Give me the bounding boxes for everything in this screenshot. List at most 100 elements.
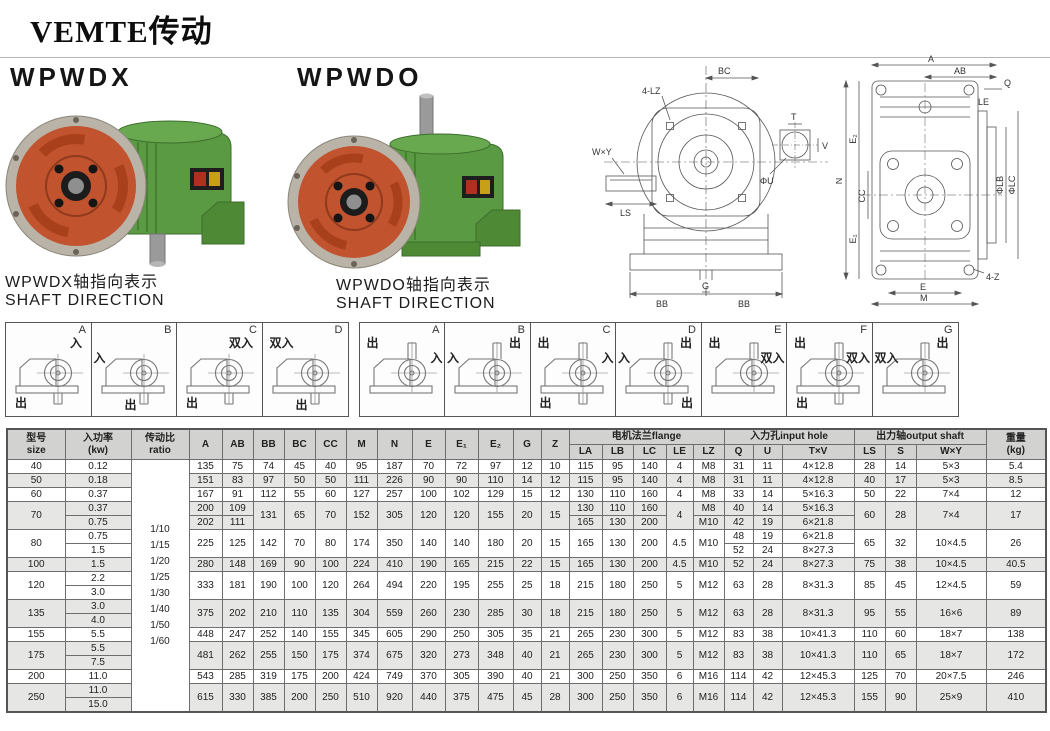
spec-cell: 1.5	[64, 557, 132, 572]
diagram-letter: D	[688, 324, 696, 336]
header-subcol: T×V	[781, 444, 855, 460]
spec-cell: 559	[376, 599, 413, 628]
spec-cell: 280	[188, 557, 223, 572]
spec-cell: 50	[314, 473, 347, 488]
spec-cell: 140	[411, 529, 446, 558]
spec-cell: 28	[752, 571, 783, 600]
spec-cell: 250	[632, 571, 667, 600]
dim-label-cc: CC	[857, 189, 867, 202]
spec-cell: 97	[477, 459, 514, 474]
spec-cell: 10×41.3	[781, 627, 855, 642]
spec-cell: 920	[376, 683, 413, 713]
spec-cell: 140	[632, 473, 667, 488]
spec-cell: 130	[568, 501, 603, 516]
spec-cell: 38	[752, 641, 783, 670]
spec-cell: 5×3	[915, 459, 987, 474]
dim-label-e1: E₁	[848, 234, 858, 243]
header-dim: G	[512, 428, 542, 460]
spec-cell: 18	[540, 571, 570, 600]
table-row-size-175: 7.5	[7, 655, 1046, 670]
spec-cell: 28	[884, 501, 917, 530]
spec-cell: 155	[6, 627, 66, 642]
gearbox-glyph	[454, 342, 522, 394]
spec-cell: 19	[752, 529, 783, 544]
spec-cell: 14	[884, 459, 917, 474]
spec-cell: 320	[411, 641, 446, 670]
spec-cell: 448	[188, 627, 223, 642]
direction-mark: 入	[69, 336, 82, 350]
spec-cell: 5.5	[64, 641, 132, 656]
spec-cell: 10×4.5	[915, 557, 987, 572]
header-dim: E	[411, 428, 446, 460]
diagram-letter: F	[860, 324, 867, 336]
caption-cn: WPWDX轴指向表示	[5, 274, 159, 291]
spec-cell: 14	[752, 487, 783, 502]
spec-cell: 42	[752, 683, 783, 713]
header-weight: 重量(kg)	[985, 428, 1047, 460]
spec-cell: 152	[345, 501, 378, 530]
spec-cell: 215	[477, 557, 514, 572]
spec-cell: 40	[6, 459, 66, 474]
spec-cell: 59	[985, 571, 1047, 600]
header-power: 入功率(kw)	[64, 428, 132, 460]
spec-cell: 75	[853, 557, 886, 572]
spec-cell: 135	[6, 599, 66, 628]
direction-mark: 出	[537, 336, 550, 350]
diagram-letter: B	[164, 324, 172, 336]
spec-cell: 250	[444, 627, 479, 642]
direction-mark: 出	[186, 396, 199, 410]
diagram-letter: A	[432, 324, 440, 336]
spec-cell: 230	[444, 599, 479, 628]
spec-cell: 187	[376, 459, 413, 474]
spec-cell: 226	[376, 473, 413, 488]
spec-cell: M10	[692, 515, 725, 530]
direction-mark: 出	[796, 396, 809, 410]
spec-cell: 8×31.3	[781, 599, 855, 628]
direction-mark: 入	[430, 351, 443, 365]
table-row-size-135: 4.0	[7, 613, 1046, 628]
spec-cell: 112	[252, 487, 285, 502]
spec-cell: 45	[512, 683, 542, 713]
spec-cell: 135	[188, 459, 223, 474]
spec-cell: 543	[188, 669, 223, 684]
spec-cell: 6	[665, 683, 694, 713]
spec-cell: 40	[853, 473, 886, 488]
spec-cell: 24	[752, 543, 783, 558]
dim-label-t: T	[791, 112, 797, 122]
direction-mark: 双入	[874, 351, 899, 365]
dim-label-g: G	[702, 281, 709, 291]
header-dim: E₂	[477, 428, 514, 460]
spec-cell: 180	[601, 599, 634, 628]
spec-cell: 200	[632, 529, 667, 558]
spec-cell: 3.0	[64, 585, 132, 600]
direction-mark: 出	[794, 336, 807, 350]
dim-label-ls: LS	[620, 208, 631, 218]
spec-cell: 250	[632, 599, 667, 628]
spec-cell: 155	[853, 683, 886, 713]
brand-title: VEMTE传动	[30, 14, 213, 49]
header-dim: BC	[283, 428, 316, 460]
spec-cell: 19	[752, 515, 783, 530]
header-flange-group: 电机法兰flange	[568, 428, 725, 445]
spec-cell: 15	[512, 487, 542, 502]
spec-cell: 25×9	[915, 683, 987, 713]
spec-cell: 605	[376, 627, 413, 642]
spec-cell: 142	[252, 529, 285, 558]
direction-mark: 出	[936, 336, 949, 350]
table-row-size-120: 3.0	[7, 585, 1046, 600]
diagram-letter: C	[249, 324, 257, 336]
dim-label-le: LE	[978, 97, 989, 107]
spec-cell: 615	[188, 683, 223, 713]
spec-cell: 151	[188, 473, 223, 488]
spec-cell: 6×21.8	[781, 529, 855, 544]
dim-label-a: A	[928, 54, 934, 64]
header-dim: Z	[540, 428, 570, 460]
spec-cell: 264	[345, 571, 378, 600]
